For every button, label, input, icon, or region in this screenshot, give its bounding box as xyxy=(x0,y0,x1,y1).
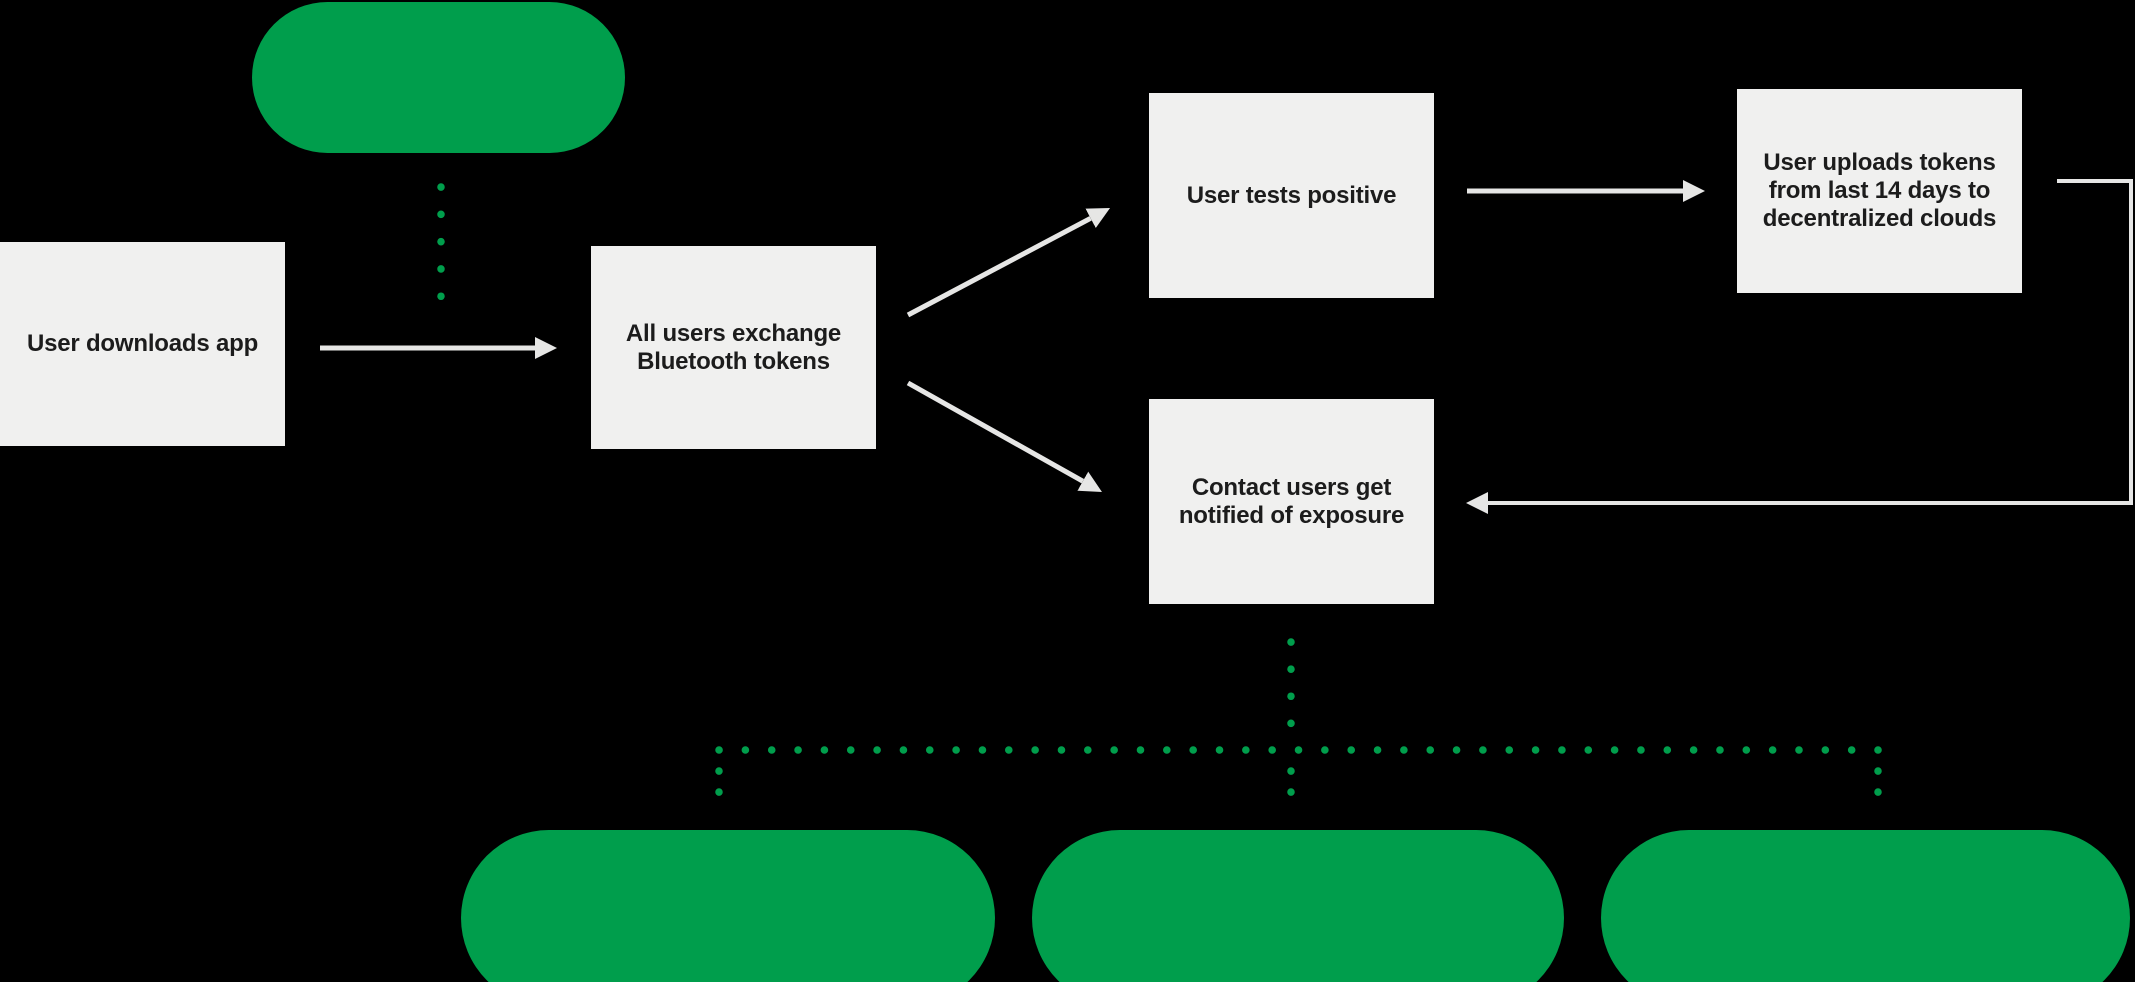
flow-node-label: User tests positive xyxy=(1186,181,1397,209)
flow-node-label: All users exchange Bluetooth tokens xyxy=(625,319,842,375)
pill-node-bottom-left xyxy=(461,830,995,982)
arrow-exchange-to-contact-notified xyxy=(906,380,1102,492)
pill-node-bottom-center xyxy=(1032,830,1564,982)
flow-node-user-uploads-tokens: User uploads tokens from last 14 days to… xyxy=(1737,89,2022,293)
flow-node-user-tests-positive: User tests positive xyxy=(1149,93,1434,298)
flow-node-label: User downloads app xyxy=(26,330,259,357)
pill-node-bottom-right xyxy=(1601,830,2130,982)
flow-node-label: Contact users get notified of exposure xyxy=(1178,473,1405,529)
flow-node-exchange-bluetooth-tokens: All users exchange Bluetooth tokens xyxy=(591,246,876,449)
pill-node-top xyxy=(252,2,625,153)
flow-node-contact-users-notified: Contact users get notified of exposure xyxy=(1149,399,1434,604)
flow-node-label: User uploads tokens from last 14 days to… xyxy=(1762,149,1997,232)
arrow-exchange-to-tests-positive xyxy=(906,208,1111,318)
flow-node-user-downloads-app: User downloads app xyxy=(0,242,285,446)
